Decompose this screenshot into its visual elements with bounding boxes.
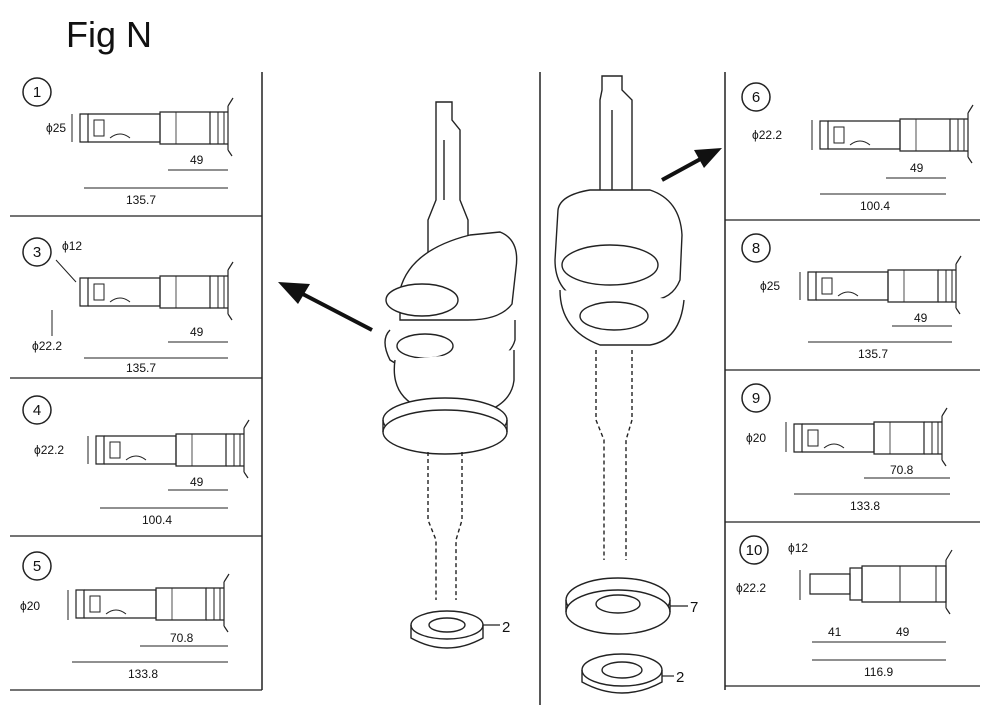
diameter-label: ϕ20 xyxy=(20,599,40,613)
length-total: 133.8 xyxy=(128,667,158,681)
panel-6: 6 ϕ22.2 49 100.4 xyxy=(741,82,974,213)
callout-washer-right: 2 xyxy=(662,669,684,686)
svg-text:2: 2 xyxy=(502,619,510,636)
diameter-label: ϕ22.2 xyxy=(34,443,64,457)
length-total: 135.7 xyxy=(858,347,888,361)
length-short: 49 xyxy=(190,475,204,489)
panel-9: 9 ϕ20 70.8 133.8 xyxy=(741,383,950,513)
crankshaft-right xyxy=(554,75,685,694)
diameter-label: ϕ25 xyxy=(46,121,66,135)
panel-number: 5 xyxy=(33,558,41,575)
left-panel-column xyxy=(10,72,263,691)
panel-number: 10 xyxy=(746,542,763,559)
length-total: 100.4 xyxy=(860,199,890,213)
callout-gear-right: 7 xyxy=(670,599,698,616)
panel-number: 3 xyxy=(33,244,41,261)
diameter-label-small: ϕ12 xyxy=(62,239,82,253)
length-short: 49 xyxy=(914,311,928,325)
length-short: 70.8 xyxy=(890,463,914,477)
panel-number: 6 xyxy=(752,89,760,106)
diameter-label-large: ϕ22.2 xyxy=(736,581,766,595)
panel-10: 10 ϕ12 ϕ22.2 41 49 116.9 xyxy=(736,535,953,679)
panel-number: 8 xyxy=(752,240,760,257)
diameter-label: ϕ20 xyxy=(746,431,766,445)
length-total: 135.7 xyxy=(126,361,156,375)
length-middle: 41 xyxy=(828,625,842,639)
length-short: 49 xyxy=(190,153,204,167)
diameter-label: ϕ22.2 xyxy=(752,128,782,142)
arrow-right xyxy=(661,148,722,182)
svg-text:7: 7 xyxy=(690,599,698,616)
right-panel-column xyxy=(724,72,980,690)
diameter-label-small: ϕ12 xyxy=(788,541,808,555)
panel-4: 4 ϕ22.2 49 100.4 xyxy=(22,395,250,527)
length-short: 49 xyxy=(896,625,910,639)
length-short: 49 xyxy=(190,325,204,339)
length-total: 100.4 xyxy=(142,513,172,527)
diameter-label-large: ϕ22.2 xyxy=(32,339,62,353)
callout-washer-left: 2 xyxy=(483,619,510,636)
panel-3: 3 ϕ12 ϕ22.2 49 135.7 xyxy=(22,237,234,375)
panel-number: 1 xyxy=(33,84,41,101)
svg-text:2: 2 xyxy=(676,669,684,686)
length-short: 70.8 xyxy=(170,631,194,645)
panel-1: 1 ϕ25 49 135.7 xyxy=(22,77,234,207)
length-total: 135.7 xyxy=(126,193,156,207)
length-total: 116.9 xyxy=(864,665,893,679)
figure-title: Fig N xyxy=(66,14,153,55)
length-short: 49 xyxy=(910,161,924,175)
diameter-label: ϕ25 xyxy=(760,279,780,293)
panel-number: 9 xyxy=(752,390,760,407)
panel-number: 4 xyxy=(33,402,41,419)
arrow-left xyxy=(278,282,373,332)
panel-8: 8 ϕ25 49 135.7 xyxy=(741,233,962,361)
length-total: 133.8 xyxy=(850,499,880,513)
crankshaft-left xyxy=(382,101,518,649)
panel-5: 5 ϕ20 70.8 133.8 xyxy=(20,551,230,681)
